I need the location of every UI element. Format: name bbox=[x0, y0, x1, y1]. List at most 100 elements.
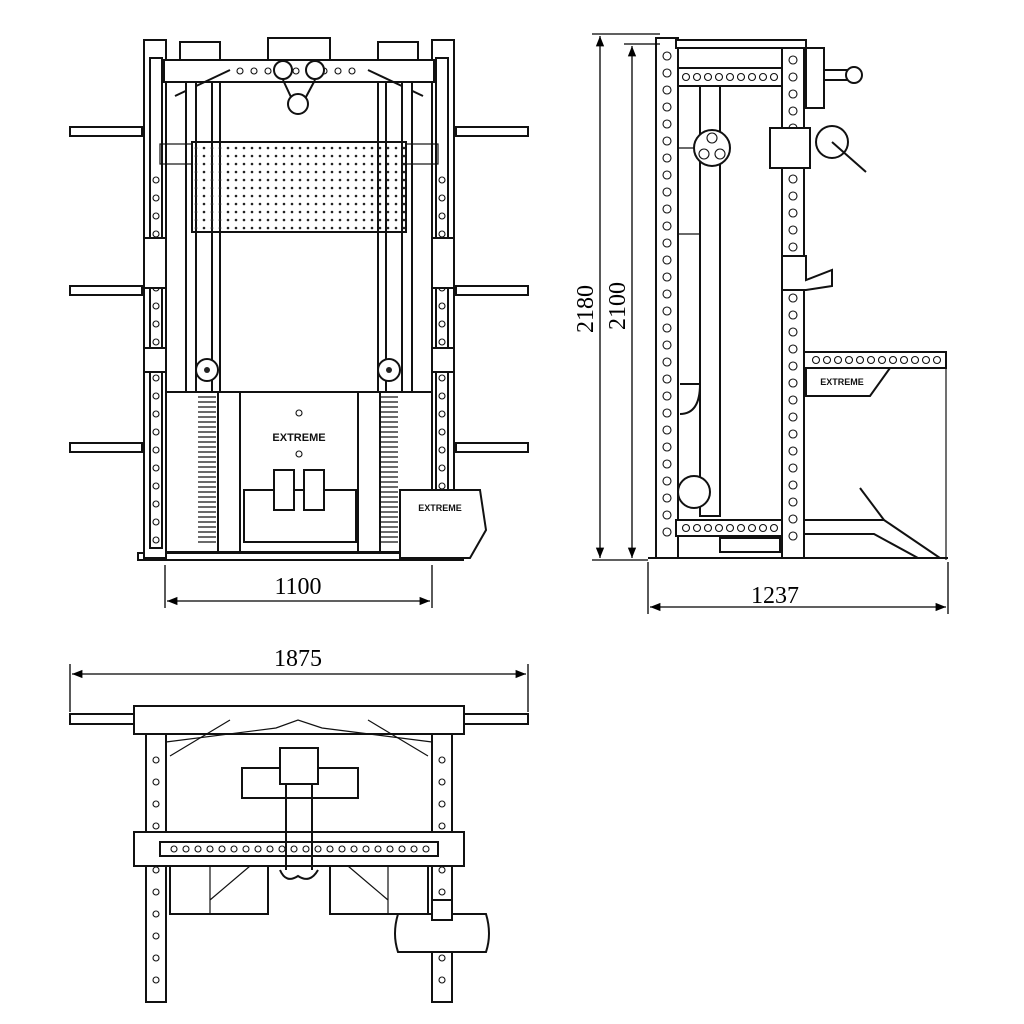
rack-hole bbox=[662, 119, 672, 129]
rack-hole bbox=[788, 514, 798, 524]
rack-hole bbox=[438, 212, 446, 220]
weight-horns-front bbox=[69, 126, 529, 453]
rack-hole bbox=[438, 428, 446, 436]
rack-hole bbox=[662, 289, 672, 299]
rack-hole bbox=[811, 355, 821, 365]
rack-hole bbox=[152, 302, 160, 310]
dimension-height-2180: 2180 bbox=[573, 33, 660, 561]
rack-hole bbox=[725, 72, 735, 82]
rack-hole bbox=[662, 68, 672, 78]
dimension-front-width: 1100 bbox=[164, 565, 433, 608]
rack-hole bbox=[438, 756, 446, 764]
rack-hole bbox=[152, 888, 160, 896]
rack-hole bbox=[788, 497, 798, 507]
j-hook-left bbox=[143, 237, 167, 289]
rack-hole bbox=[438, 374, 446, 382]
rack-hole bbox=[438, 320, 446, 328]
rack-hole bbox=[302, 845, 310, 853]
rack-hole bbox=[152, 518, 160, 526]
rack-hole bbox=[152, 756, 160, 764]
rack-hole bbox=[254, 845, 262, 853]
rack-hole bbox=[218, 845, 226, 853]
rack-hole bbox=[152, 954, 160, 962]
rack-hole bbox=[692, 523, 702, 533]
rack-hole bbox=[662, 136, 672, 146]
rack-hole bbox=[662, 221, 672, 231]
rack-hole bbox=[152, 320, 160, 328]
rack-hole bbox=[788, 463, 798, 473]
rack-hole bbox=[788, 225, 798, 235]
rack-hole bbox=[769, 523, 779, 533]
rack-hole bbox=[152, 822, 160, 830]
rack-hole bbox=[662, 357, 672, 367]
rack-hole bbox=[422, 845, 430, 853]
rack-hole bbox=[438, 338, 446, 346]
rack-hole bbox=[182, 845, 190, 853]
rack-hole bbox=[788, 174, 798, 184]
rack-hole bbox=[662, 391, 672, 401]
rack-hole bbox=[410, 845, 418, 853]
rack-hole bbox=[386, 845, 394, 853]
rack-hole bbox=[662, 425, 672, 435]
rack-hole bbox=[662, 170, 672, 180]
brand-logo-bench: EXTREME bbox=[418, 503, 462, 513]
rack-hole bbox=[899, 355, 909, 365]
rack-hole bbox=[910, 355, 920, 365]
rack-hole bbox=[662, 272, 672, 282]
rack-hole bbox=[662, 255, 672, 265]
rack-hole bbox=[152, 910, 160, 918]
rack-hole bbox=[662, 85, 672, 95]
perforated-panel bbox=[191, 141, 407, 233]
rack-hole bbox=[438, 302, 446, 310]
crossmember-holes bbox=[236, 67, 356, 75]
rack-hole bbox=[662, 204, 672, 214]
rack-hole bbox=[662, 102, 672, 112]
rack-hole bbox=[152, 392, 160, 400]
rack-hole bbox=[278, 845, 286, 853]
rack-hole bbox=[152, 428, 160, 436]
rack-hole bbox=[662, 187, 672, 197]
side-bottom-pulley bbox=[677, 475, 711, 509]
rack-hole bbox=[758, 72, 768, 82]
rack-hole bbox=[681, 72, 691, 82]
rack-hole bbox=[438, 464, 446, 472]
rack-hole bbox=[338, 845, 346, 853]
rack-hole bbox=[438, 976, 446, 984]
rack-hole bbox=[714, 72, 724, 82]
rack-hole bbox=[866, 355, 876, 365]
rack-hole bbox=[855, 355, 865, 365]
rack-hole bbox=[662, 476, 672, 486]
rack-hole bbox=[152, 482, 160, 490]
rack-hole bbox=[438, 800, 446, 808]
rack-hole bbox=[662, 459, 672, 469]
weight-stacks bbox=[195, 358, 401, 543]
rack-hole bbox=[236, 67, 244, 75]
rack-hole bbox=[662, 340, 672, 350]
rack-hole bbox=[350, 845, 358, 853]
rack-hole bbox=[788, 395, 798, 405]
rack-hole bbox=[747, 523, 757, 533]
rack-hole bbox=[662, 323, 672, 333]
side-view: EXTREME 2180 2100 1237 bbox=[573, 33, 949, 614]
rack-hole bbox=[152, 800, 160, 808]
rack-hole bbox=[374, 845, 382, 853]
rack-hole bbox=[152, 230, 160, 238]
rack-hole bbox=[152, 778, 160, 786]
rack-hole bbox=[703, 72, 713, 82]
rack-hole bbox=[264, 67, 272, 75]
rack-hole bbox=[152, 866, 160, 874]
rack-hole bbox=[758, 523, 768, 533]
rack-hole bbox=[662, 153, 672, 163]
rack-hole bbox=[438, 866, 446, 874]
rack-hole bbox=[438, 176, 446, 184]
rack-hole bbox=[736, 523, 746, 533]
rack-hole bbox=[314, 845, 322, 853]
rack-hole bbox=[788, 242, 798, 252]
rack-hole bbox=[725, 523, 735, 533]
rack-hole bbox=[788, 429, 798, 439]
rack-hole bbox=[788, 106, 798, 116]
brand-logo-center: EXTREME bbox=[272, 432, 325, 444]
dim-label-1100: 1100 bbox=[274, 574, 321, 600]
rack-hole bbox=[877, 355, 887, 365]
rack-hole bbox=[788, 191, 798, 201]
